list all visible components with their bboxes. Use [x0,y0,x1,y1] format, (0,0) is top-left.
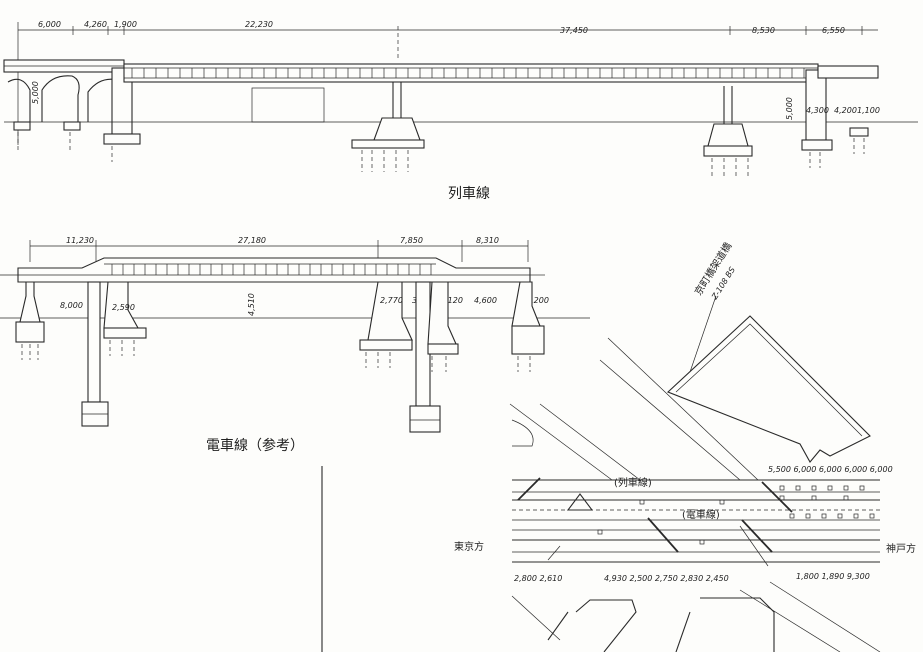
plan-left-station: 東京方 [454,540,484,553]
pier-dim-mid-4: 2,770 [380,296,403,305]
plan-column-mark [843,485,849,491]
plan-column-mark [719,499,725,505]
pier-dim-mid-1: 8,000 [60,301,83,310]
plan-column-mark [779,485,785,491]
dim-mid-3: 7,850 [400,236,423,245]
girder-stiffeners-top [131,68,805,78]
pier-dim-mid-2: 2,590 [112,303,135,312]
dim-top-4: 22,230 [245,20,273,29]
dim-mid-2: 27,180 [238,236,266,245]
dim-top-2: 4,260 [84,20,107,29]
dim-top-7: 6,550 [822,26,845,35]
plan-column-mark [699,539,705,545]
plan-column-mark [811,495,817,501]
dim-top-6: 8,530 [752,26,775,35]
plan-column-mark [821,513,827,519]
dim-mid-1: 11,230 [66,236,94,245]
plan-column-mark [869,513,875,519]
dim-top-3: 1,900 [114,20,137,29]
plan-column-mark [853,513,859,519]
foundation-piles-top [17,132,865,176]
pier-dim-top-2: 5,000 [785,97,794,120]
elevation-electric-line: 11,230 27,180 7,850 8,310 8,000 2,590 4,… [0,236,590,454]
plan-dims-bottom-mid: 4,930 2,500 2,750 2,830 2,450 [604,574,729,583]
plan-column-marks [597,485,875,545]
pier-dim-top-1: 5,000 [31,81,40,104]
pier-dim-mid-7: 4,600 [474,296,497,305]
pier-dim-top-4: 4,200 [834,106,857,115]
pier-dim-mid-6: 1,120 [440,296,463,305]
girder-stiffeners-mid [111,264,432,275]
pier-dim-mid-3: 4,510 [247,293,256,316]
plan-column-mark [859,485,865,491]
elevation-train-line: 6,000 4,260 1,900 22,230 37,450 8,530 6,… [3,20,918,202]
plan-line-train: (列車線) [614,476,652,489]
foundation-piles-mid [21,340,531,372]
plan-column-mark [811,485,817,491]
plan-right-station: 神戸方 [886,542,916,555]
caption-electric-line: 電車線（参考） [206,437,304,454]
plan-column-mark [789,513,795,519]
caption-train-line: 列車線 [448,185,490,202]
plan-column-mark [639,499,645,505]
plan-line-electric: (電車線) [682,508,720,521]
plan-column-mark [795,485,801,491]
plan-dims-bottom-right: 1,800 1,890 9,300 [796,572,870,581]
pier-dim-mid-8: 1,200 [526,296,549,305]
plan-column-mark [779,495,785,501]
pier-dim-top-3: 4,300 [806,106,829,115]
pier-dim-top-5: 1,100 [857,106,880,115]
dim-top-5: 37,450 [560,26,588,35]
plan-column-mark [837,513,843,519]
dim-mid-4: 8,310 [476,236,499,245]
plan-column-mark [827,485,833,491]
plan-dims-bottom-left: 2,800 2,610 [514,574,562,583]
dim-top-1: 6,000 [38,20,61,29]
plan-column-mark [597,529,603,535]
plan-column-mark [805,513,811,519]
plan-column-mark [843,495,849,501]
plan-dims-top: 5,500 6,000 6,000 6,000 6,000 [768,465,893,474]
